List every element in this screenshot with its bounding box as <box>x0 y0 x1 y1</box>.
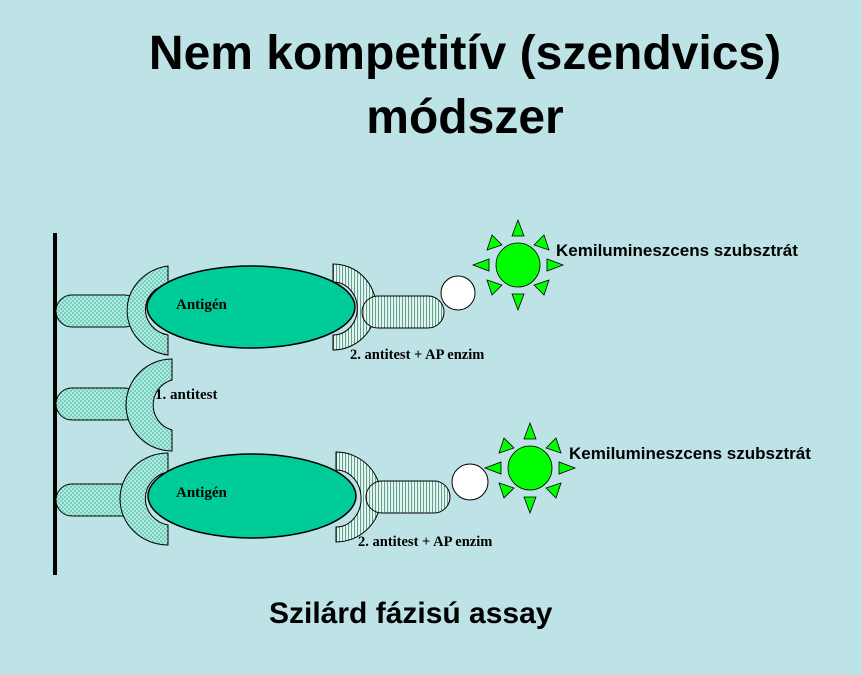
detection-antibody-stem-bottom <box>365 480 451 514</box>
detection-antibody-stem-top <box>361 295 445 329</box>
second-antibody-label-top: 2. antitest + AP enzim <box>350 347 484 363</box>
capture-antibody-cup-top <box>126 265 169 356</box>
capture-antibody-cup-middle <box>125 358 173 452</box>
antigen-top <box>146 265 356 349</box>
page-title: Nem kompetitív (szendvics) módszer <box>0 22 862 150</box>
detection-antibody-cup-bottom <box>335 451 382 543</box>
substrate-label-bottom: Kemilumineszcens szubsztrát <box>569 444 811 463</box>
title-line-1: Nem kompetitív (szendvics) <box>148 27 782 80</box>
title-line-2: módszer <box>366 91 564 144</box>
detection-antibody-cup-top <box>332 263 377 351</box>
light-burst-icon-top <box>471 218 565 312</box>
ap-enzyme-circle-top <box>440 275 476 311</box>
ap-enzyme-circle-bottom <box>451 463 489 501</box>
first-antibody-label: 1. antitest <box>155 387 218 403</box>
light-burst-icon-bottom <box>483 421 577 515</box>
substrate-label-top: Kemilumineszcens szubsztrát <box>556 241 798 260</box>
capture-antibody-cup-bottom <box>119 452 169 546</box>
footer-caption: Szilárd fázisú assay <box>269 597 553 630</box>
antigen-label-bottom: Antigén <box>176 485 227 501</box>
antigen-label-top: Antigén <box>176 297 227 313</box>
antigen-bottom <box>147 453 357 539</box>
second-antibody-label-bottom: 2. antitest + AP enzim <box>358 534 492 550</box>
